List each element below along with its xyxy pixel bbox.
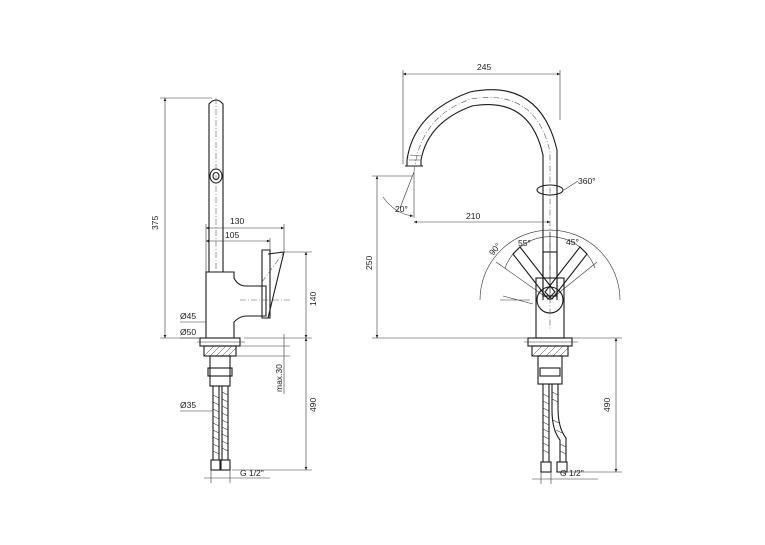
dim-105: 105 — [225, 230, 239, 240]
front-lever-handle — [500, 246, 588, 305]
dim-140: 140 — [308, 292, 318, 306]
dim-490-left: 490 — [308, 398, 318, 412]
dim-245: 245 — [477, 62, 491, 72]
front-lever-arc — [479, 229, 621, 301]
dim-thread-left: G 1/2" — [240, 468, 264, 478]
front-rotation-ring — [536, 184, 564, 196]
dim-max-30: max.30 — [274, 364, 284, 392]
dim-angle-90: 90° — [487, 241, 503, 257]
side-lever — [261, 249, 271, 319]
dim-angle-20: 20° — [395, 204, 408, 214]
side-view: 375 130 105 140 Ø45 Ø50 max.30 Ø35 490 — [150, 97, 318, 483]
dim-dia-45: Ø45 — [180, 311, 196, 321]
dim-250: 250 — [364, 256, 374, 270]
side-body — [205, 271, 267, 339]
front-shank — [537, 355, 563, 385]
dim-dia-50: Ø50 — [180, 327, 196, 337]
dim-490-right: 490 — [602, 398, 612, 412]
dim-210: 210 — [466, 211, 480, 221]
dim-360: 360° — [578, 176, 596, 186]
front-spout — [406, 89, 558, 300]
dim-angle-45: 45° — [566, 237, 579, 247]
side-countertop — [203, 345, 237, 357]
dim-thread-right: G 1/2" — [560, 468, 584, 478]
dim-375: 375 — [150, 216, 160, 230]
front-countertop — [531, 345, 569, 357]
front-view: 360° 20° 210 245 90° 55° 45° — [364, 62, 622, 484]
front-hoses — [540, 384, 568, 473]
front-cartridge — [536, 286, 564, 314]
side-shank — [209, 355, 231, 387]
dim-angle-55: 55° — [518, 238, 531, 248]
side-hoses — [210, 386, 231, 471]
dim-dia-35: Ø35 — [180, 400, 196, 410]
dim-130: 130 — [230, 216, 244, 226]
